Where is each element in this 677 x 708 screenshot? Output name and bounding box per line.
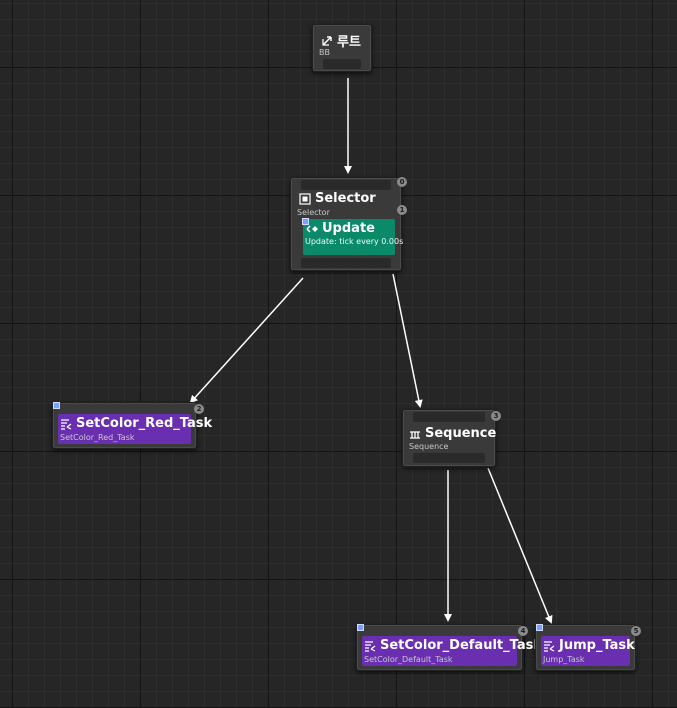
wire-sequence-jump [487,467,553,624]
sequence-title-text: Sequence [425,426,497,441]
jump-task-body: Jump_Task Jump_Task [536,624,635,666]
root-sub: BB [319,48,330,57]
selector-title-text: Selector [315,191,376,206]
root-node[interactable]: 루트 BB [312,24,372,72]
default-task-title-text: SetColor_Default_Task [380,638,542,653]
task-icon [365,640,376,652]
sequence-index-badge: 3 [491,411,501,421]
default-task-node[interactable]: 4 SetColor_Default_Task SetColor_Default… [356,624,542,671]
selector-sub: Selector [297,208,330,217]
selector-input-pin[interactable] [301,180,391,190]
default-task-body: SetColor_Default_Task SetColor_Default_T… [357,624,542,666]
selector-title: Selector [299,191,376,206]
selector-output-pin[interactable] [301,258,391,268]
sequence-icon [410,430,420,439]
service-index-badge: 1 [397,205,407,215]
root-arrow-icon [322,35,332,46]
task-icon [544,640,555,652]
sequence-node[interactable]: 3 Sequence Sequence [402,409,501,467]
default-task-title: SetColor_Default_Task [364,638,542,653]
service-title-text: Update [322,221,375,236]
red-task-node[interactable]: 2 SetColor_Red_Task SetColor_Red_Task [52,402,212,449]
service-title: Update [306,221,375,236]
wire-selector-red [189,277,304,404]
red-task-flag-icon [53,402,60,409]
selector-icon [299,192,311,205]
default-task-flag-icon [357,624,364,631]
jump-task-flag-icon [536,624,543,631]
service-flag-icon [302,218,309,225]
update-service[interactable]: Update Update: tick every 0.00s [302,218,403,255]
service-sub: Update: tick every 0.00s [305,237,404,246]
selector-node[interactable]: 0 Selector Selector 1 Update Update: tic… [290,177,407,271]
root-output-pin[interactable] [323,59,361,69]
red-task-title-text: SetColor_Red_Task [76,416,213,431]
sequence-output-pin[interactable] [413,453,485,463]
sequence-input-pin[interactable] [413,412,485,422]
jump-task-index-badge: 5 [631,626,641,636]
red-task-body: SetColor_Red_Task SetColor_Red_Task [53,402,212,444]
jump-task-title-text: Jump_Task [559,638,635,653]
red-task-index-badge: 2 [194,404,204,414]
default-task-sub: SetColor_Default_Task [364,655,453,664]
root-title: 루트 [321,31,361,50]
default-task-index-badge: 4 [518,626,528,636]
jump-task-node[interactable]: 5 Jump_Task Jump_Task [535,624,641,671]
selector-index-badge: 0 [397,177,407,187]
wire-selector-sequence [392,273,423,408]
service-icon [306,224,318,233]
task-icon [61,418,72,430]
red-task-title: SetColor_Red_Task [60,416,212,431]
jump-task-sub: Jump_Task [543,655,585,664]
root-title-text: 루트 [337,35,361,50]
sequence-title: Sequence [409,426,496,441]
red-task-sub: SetColor_Red_Task [60,433,135,442]
jump-task-title: Jump_Task [543,638,635,653]
sequence-sub: Sequence [409,442,449,451]
